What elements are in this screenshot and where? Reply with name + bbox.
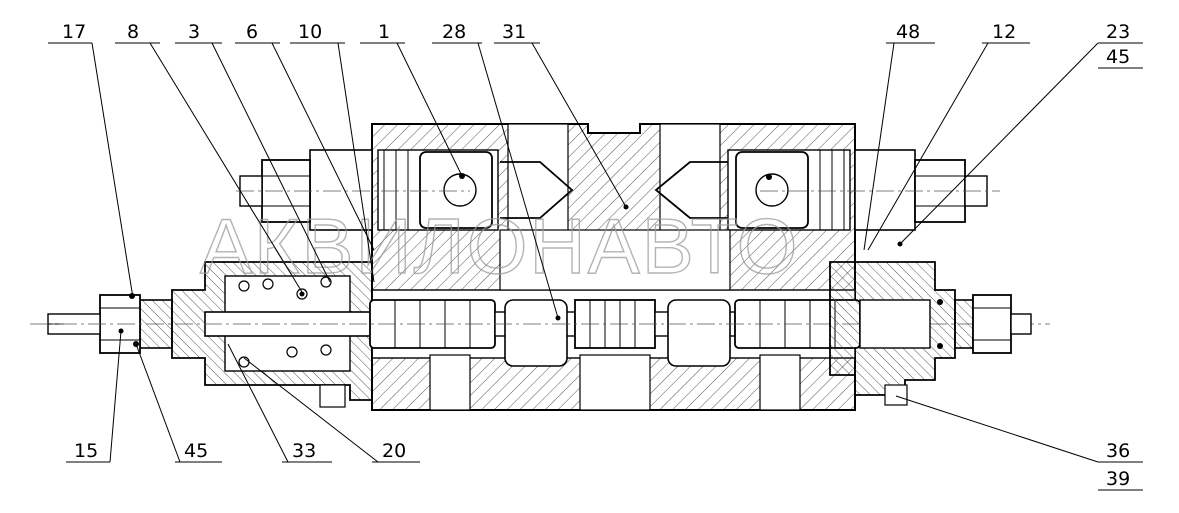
lower-port-1	[429, 354, 471, 411]
upper-right-poppet	[654, 150, 845, 230]
leader-lines	[48, 42, 1143, 491]
callout-12: 12	[992, 21, 1016, 43]
callout-8: 8	[127, 21, 139, 43]
callout-31: 31	[502, 21, 526, 43]
callout-labels: 17 8 3 6 10 1 28 31 48 12 23 45 15 45 33…	[62, 21, 1130, 490]
callout-20: 20	[382, 440, 406, 462]
callout-10: 10	[298, 21, 322, 43]
lower-port-3	[759, 354, 801, 411]
upper-right-plug	[760, 149, 1000, 231]
callout-15: 15	[74, 440, 98, 462]
callout-45-top: 45	[1106, 46, 1130, 68]
right-end-cap	[829, 261, 956, 406]
callout-48: 48	[896, 21, 920, 43]
main-spool	[30, 299, 1050, 367]
right-adjuster	[937, 294, 1032, 354]
callout-45-bottom: 45	[184, 440, 208, 462]
callout-3: 3	[188, 21, 200, 43]
callout-23: 23	[1106, 21, 1130, 43]
left-adjuster	[47, 293, 173, 354]
upper-left-poppet	[383, 150, 574, 230]
center-core	[499, 229, 731, 291]
callout-1: 1	[378, 21, 390, 43]
callout-6: 6	[246, 21, 258, 43]
watermark: АКВИЛОНАВТО	[200, 202, 799, 290]
callout-33: 33	[292, 440, 316, 462]
lower-port-2	[579, 354, 651, 411]
callout-36: 36	[1106, 440, 1130, 462]
callout-39: 39	[1106, 468, 1130, 490]
callout-28: 28	[442, 21, 466, 43]
callout-17: 17	[62, 21, 86, 43]
